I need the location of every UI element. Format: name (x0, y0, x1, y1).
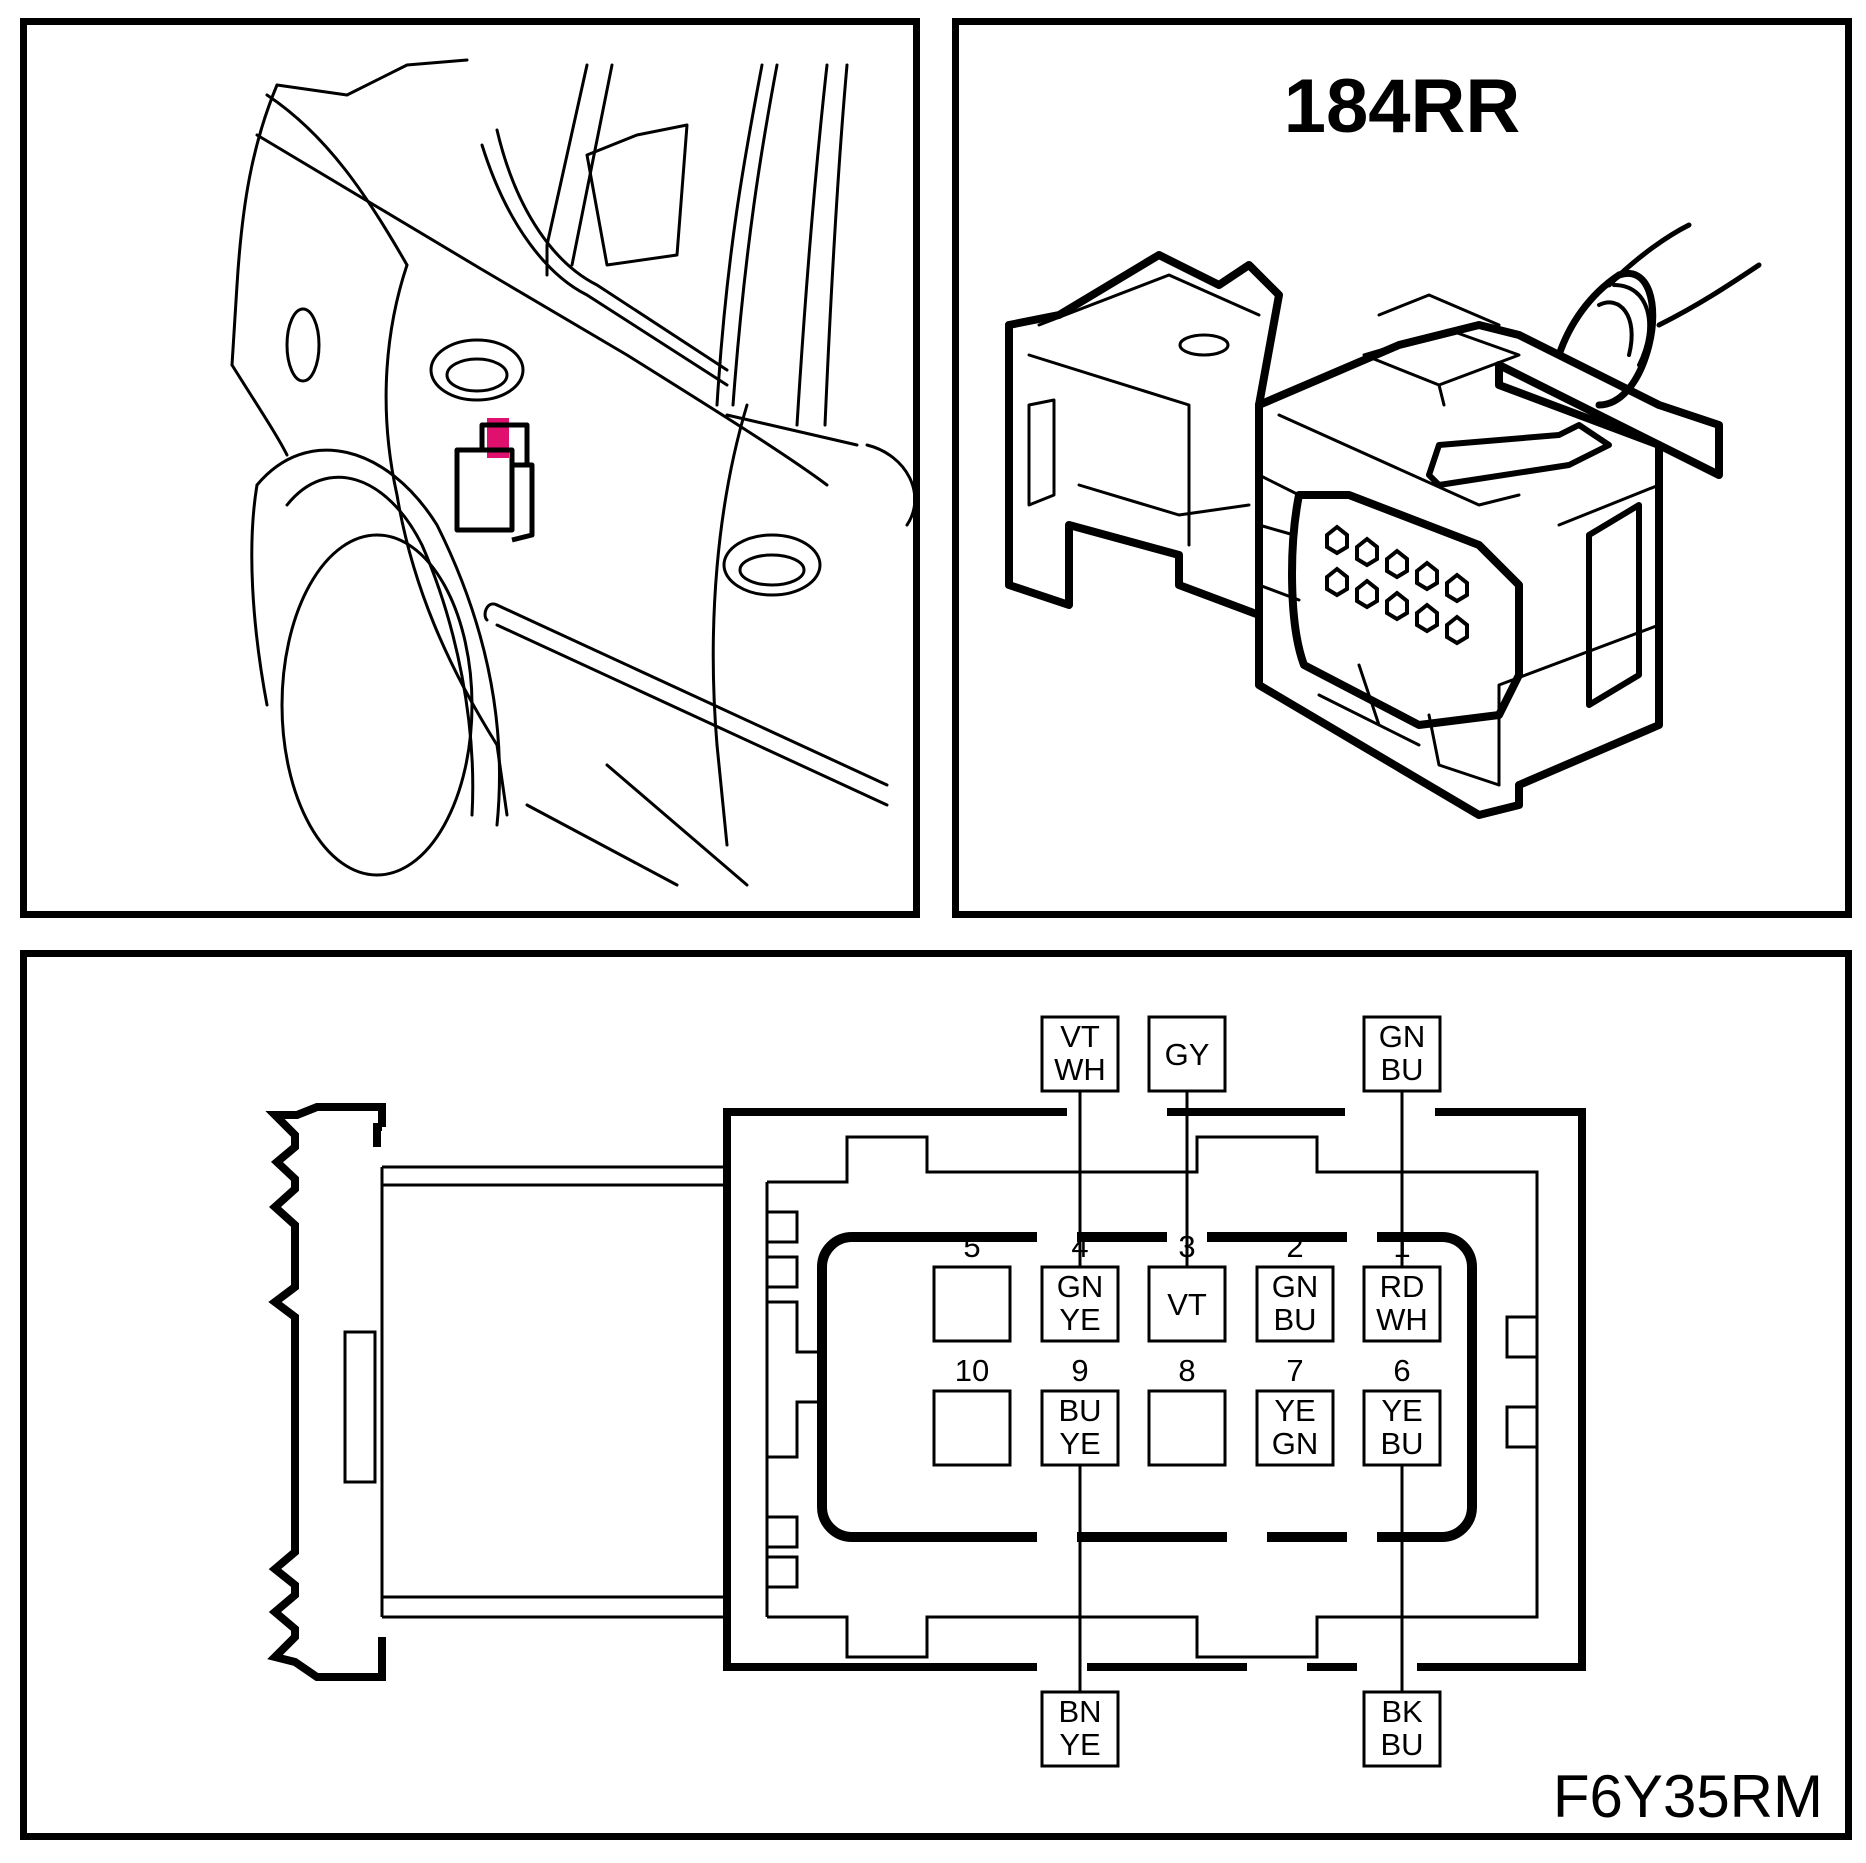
wire-color-label: BN (1058, 1694, 1101, 1729)
pin-cavity-box (1255, 1389, 1335, 1467)
wire-color-label: BU (1273, 1302, 1316, 1337)
pin-8: 8 (1147, 1353, 1227, 1467)
wire-color-label: YE (1059, 1302, 1100, 1337)
pin-number: 10 (955, 1353, 989, 1388)
figure-code: F6Y35RM (1552, 1763, 1823, 1830)
wire-color-label: GN (1272, 1269, 1319, 1304)
harness-color-box (1040, 1015, 1120, 1093)
pin-number: 8 (1178, 1353, 1195, 1388)
pin-5: 5 (932, 1229, 1012, 1343)
pin-cavities (1325, 524, 1469, 646)
wire-color-label: VT (1167, 1287, 1207, 1322)
wire-color-label: YE (1059, 1727, 1100, 1762)
wire-color-label: BU (1380, 1052, 1423, 1087)
pin-3: 3VT (1147, 1229, 1227, 1343)
pin-number: 6 (1393, 1353, 1410, 1388)
pin-number: 9 (1071, 1353, 1088, 1388)
connector-view-panel: 184RR (952, 18, 1852, 918)
wire-color-label: YE (1059, 1426, 1100, 1461)
vehicle-location-panel (20, 18, 920, 918)
pin-number: 5 (963, 1229, 980, 1264)
pin-10: 10 (932, 1353, 1012, 1467)
pin-cavity-box (1255, 1265, 1335, 1343)
vehicle-rear-door-illustration (230, 58, 917, 887)
wire-color-label: RD (1380, 1269, 1425, 1304)
wire-color-label: WH (1054, 1052, 1106, 1087)
pin-cavity-box (1147, 1265, 1227, 1343)
wire-color-label: BU (1380, 1426, 1423, 1461)
connector-title: 184RR (1283, 64, 1521, 149)
wire-color-label: WH (1376, 1302, 1428, 1337)
wire-color-label: BU (1058, 1393, 1101, 1428)
wire-color-label: GN (1057, 1269, 1104, 1304)
pin-cavity-box (932, 1265, 1012, 1343)
pin-cavity-box (1040, 1389, 1120, 1467)
pin-cavity-box (1362, 1389, 1442, 1467)
harness-color-box (1147, 1015, 1227, 1093)
harness-color-box (1362, 1015, 1442, 1093)
harness-color-box (1040, 1690, 1120, 1768)
pin-number: 3 (1178, 1229, 1195, 1264)
harness-wire-pin-3: GY (1147, 1015, 1227, 1267)
connector-3d-illustration (1005, 222, 1762, 819)
pin-cavity-box (932, 1389, 1012, 1467)
pin-cavity-box (1147, 1389, 1227, 1467)
pin-number: 1 (1393, 1229, 1410, 1264)
wire-color-label: GY (1165, 1037, 1210, 1072)
wire-color-label: BU (1380, 1727, 1423, 1762)
wire-color-label: YE (1381, 1393, 1422, 1428)
pin-cavity-box (1040, 1265, 1120, 1343)
wire-color-label: VT (1060, 1019, 1100, 1054)
harness-color-box (1362, 1690, 1442, 1768)
pin-number: 7 (1286, 1353, 1303, 1388)
wire-color-label: YE (1274, 1393, 1315, 1428)
wire-color-label: GN (1272, 1426, 1319, 1461)
pin-number: 4 (1071, 1229, 1088, 1264)
pin-cavity-box (1362, 1265, 1442, 1343)
pin-number: 2 (1286, 1229, 1303, 1264)
wire-color-label: BK (1381, 1694, 1423, 1729)
wire-color-label: GN (1379, 1019, 1426, 1054)
